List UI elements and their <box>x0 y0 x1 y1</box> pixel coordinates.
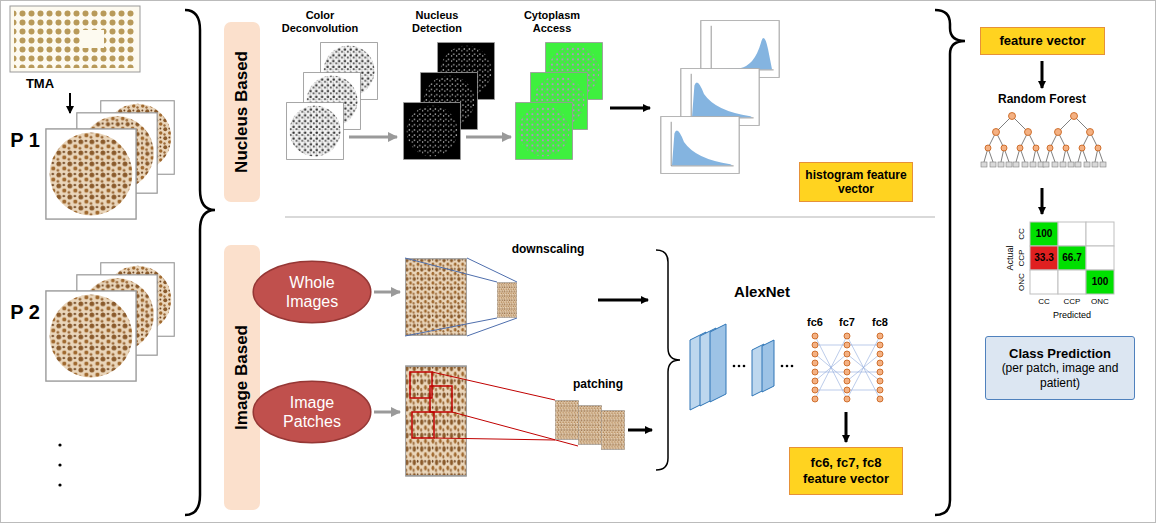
ellipse-outline <box>252 380 372 444</box>
ellipse-outline <box>252 260 372 324</box>
node-title: histogram feature vector <box>805 168 907 197</box>
axis-tick: CCP <box>1017 250 1026 267</box>
patient-label: P 1 <box>10 129 40 152</box>
patient-label: P 2 <box>10 301 40 324</box>
step-label: Color Deconvolution <box>274 9 366 34</box>
node-body: (per patch, image and patient) <box>992 361 1128 390</box>
node-title: Image Patches <box>268 393 356 431</box>
axis-title: Predicted <box>1053 310 1091 320</box>
matrix-cell: 66.7 <box>1062 252 1081 264</box>
layer-label: fc8 <box>872 316 888 329</box>
node-title: Nucleus Based <box>232 51 252 173</box>
feature-box: histogram feature vector <box>799 162 913 202</box>
node-title: Whole Images <box>268 273 356 311</box>
axis-tick: CC <box>1038 297 1050 306</box>
node-title: fc6, fc7, fc8 feature vector <box>795 455 897 486</box>
category-tab: Nucleus Based <box>224 22 260 202</box>
axis-title: Actual <box>1005 245 1015 270</box>
step-label: patching <box>573 378 623 392</box>
node-title: Image Based <box>232 325 252 430</box>
layer-label: fc6 <box>807 316 823 329</box>
axis-tick: ONC <box>1091 297 1109 306</box>
layer-label: fc7 <box>839 316 855 329</box>
matrix-cell: 100 <box>1036 228 1053 240</box>
node-title: Class Prediction <box>1009 346 1111 362</box>
classifier-label: Random Forest <box>998 93 1086 107</box>
axis-tick: CCP <box>1064 297 1081 306</box>
axis-tick: ONC <box>1017 273 1026 291</box>
step-label: Cytoplasm Access <box>512 9 592 34</box>
node-title: feature vector <box>1000 33 1086 49</box>
input-ellipse: Whole Images <box>252 260 372 324</box>
matrix-cell: 33.3 <box>1034 252 1053 264</box>
step-label: downscaling <box>512 243 585 257</box>
feature-box: feature vector <box>980 27 1105 55</box>
figure-label: TMA <box>26 77 54 92</box>
matrix-cell: 100 <box>1092 276 1109 288</box>
result-box: Class Prediction(per patch, image and pa… <box>985 336 1135 400</box>
step-label: Nucleus Detection <box>397 9 477 34</box>
axis-tick: CC <box>1017 228 1026 240</box>
network-label: AlexNet <box>734 283 790 300</box>
input-ellipse: Image Patches <box>252 380 372 444</box>
feature-box: fc6, fc7, fc8 feature vector <box>789 447 903 495</box>
